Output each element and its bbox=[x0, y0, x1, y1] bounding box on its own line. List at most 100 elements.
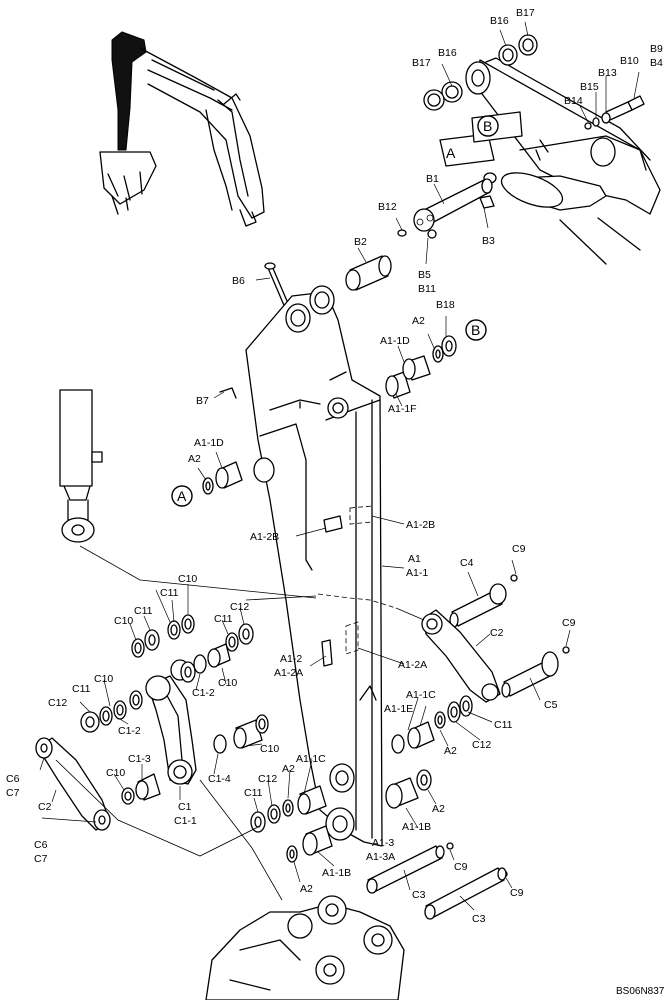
callout-b-top: B bbox=[471, 111, 523, 143]
label-c10: C10 bbox=[106, 767, 125, 779]
reference-lines bbox=[55, 593, 425, 901]
label-a1-1d: A1-1D bbox=[194, 437, 224, 449]
label-c11: C11 bbox=[134, 605, 153, 617]
clip-b7 bbox=[219, 387, 237, 399]
svg-text:B: B bbox=[483, 118, 492, 134]
leader-lines bbox=[39, 21, 640, 911]
label-a1-3: A1-3 bbox=[372, 837, 394, 849]
c-upper-washer-stack bbox=[131, 614, 254, 683]
label-a2: A2 bbox=[412, 315, 425, 327]
part-labels: B16 B17 B9 B4 B17 B16 B13 B10 B15 B14 B1… bbox=[6, 7, 663, 925]
label-a2: A2 bbox=[188, 453, 201, 465]
label-c1-3: C1-3 bbox=[128, 753, 151, 765]
label-c2: C2 bbox=[490, 627, 504, 639]
label-b17: B17 bbox=[412, 57, 431, 69]
svg-text:A: A bbox=[446, 145, 456, 161]
label-a1-1f: A1-1F bbox=[388, 403, 417, 415]
label-b2: B2 bbox=[354, 236, 367, 248]
svg-text:A: A bbox=[177, 488, 187, 504]
label-c10: C10 bbox=[94, 673, 113, 685]
label-a1-1b: A1-1B bbox=[322, 867, 351, 879]
plate-a1-2 bbox=[321, 639, 333, 667]
svg-text:B: B bbox=[471, 322, 480, 338]
label-c1-2: C1-2 bbox=[118, 725, 141, 737]
label-a1-3a: A1-3A bbox=[366, 851, 395, 863]
label-b5: B5 bbox=[418, 269, 431, 281]
label-a1-2a: A1-2A bbox=[398, 659, 427, 671]
label-b13: B13 bbox=[598, 67, 617, 79]
label-c9: C9 bbox=[562, 617, 576, 629]
label-c10: C10 bbox=[260, 743, 279, 755]
label-c11: C11 bbox=[214, 613, 233, 625]
label-a1-1: A1-1 bbox=[406, 567, 428, 579]
label-c1-4: C1-4 bbox=[208, 773, 231, 785]
arm-cylinder-assembly bbox=[465, 57, 661, 265]
label-c10: C10 bbox=[114, 615, 133, 627]
label-b17: B17 bbox=[516, 7, 535, 19]
label-c1: C1 bbox=[178, 801, 192, 813]
label-c5: C5 bbox=[544, 699, 558, 711]
label-a1-1e: A1-1E bbox=[384, 703, 413, 715]
callout-a-top: A bbox=[439, 133, 495, 167]
label-c9: C9 bbox=[454, 861, 468, 873]
pin-c5 bbox=[501, 646, 570, 698]
boom-cylinder-end bbox=[59, 389, 317, 599]
pin-b1 bbox=[397, 178, 495, 239]
label-a1-1d: A1-1D bbox=[380, 335, 410, 347]
bushing-a1-1b-lower bbox=[286, 825, 333, 863]
label-a1-2a: A1-2A bbox=[274, 667, 303, 679]
label-c11: C11 bbox=[244, 787, 263, 799]
bolt-washer-set-b bbox=[584, 95, 645, 130]
pins-c3 bbox=[366, 845, 507, 920]
label-c7: C7 bbox=[34, 853, 48, 865]
label-b9: B9 bbox=[650, 43, 663, 55]
label-c2: C2 bbox=[38, 801, 52, 813]
label-c10: C10 bbox=[218, 677, 237, 689]
left-bushing-set: A bbox=[171, 461, 243, 507]
drawing-reference-number: BS06N837 bbox=[616, 986, 665, 997]
label-b16: B16 bbox=[438, 47, 457, 59]
link-c1 bbox=[145, 659, 197, 785]
label-a2: A2 bbox=[432, 803, 445, 815]
link-c2-left bbox=[35, 737, 111, 831]
link-c2-right bbox=[421, 609, 501, 703]
label-a2: A2 bbox=[282, 763, 295, 775]
label-a2: A2 bbox=[444, 745, 457, 757]
c1-upper-bushings bbox=[80, 690, 143, 733]
label-c10: C10 bbox=[178, 573, 197, 585]
label-c11: C11 bbox=[494, 719, 513, 731]
label-b12: B12 bbox=[378, 201, 397, 213]
label-c4: C4 bbox=[460, 557, 474, 569]
label-c9: C9 bbox=[510, 887, 524, 899]
label-a1-1c: A1-1C bbox=[406, 689, 436, 701]
label-c11: C11 bbox=[72, 683, 91, 695]
label-b15: B15 bbox=[580, 81, 599, 93]
label-c12: C12 bbox=[258, 773, 277, 785]
label-a1-2b: A1-2B bbox=[406, 519, 435, 531]
bucket-linkage-bottom bbox=[205, 895, 405, 1000]
bushing-b2 bbox=[345, 255, 392, 291]
upper-bushing-set: B bbox=[385, 319, 487, 399]
bushing-a1-1b-right bbox=[385, 769, 432, 809]
excavator-overview-illustration bbox=[99, 31, 265, 227]
label-b7: B7 bbox=[196, 395, 209, 407]
label-c6: C6 bbox=[34, 839, 48, 851]
label-b18: B18 bbox=[436, 299, 455, 311]
arm-body-a1 bbox=[245, 285, 383, 847]
label-b14: B14 bbox=[564, 95, 583, 107]
pin-c4 bbox=[449, 574, 518, 628]
label-b4: B4 bbox=[650, 57, 663, 69]
label-a1-2b: A1-2B bbox=[250, 531, 279, 543]
label-c6: C6 bbox=[6, 773, 20, 785]
label-b1: B1 bbox=[426, 173, 439, 185]
label-b6: B6 bbox=[232, 275, 245, 287]
label-a1: A1 bbox=[408, 553, 421, 565]
label-a1-1c: A1-1C bbox=[296, 753, 326, 765]
label-b3: B3 bbox=[482, 235, 495, 247]
label-c3: C3 bbox=[412, 889, 426, 901]
label-b11: B11 bbox=[418, 283, 436, 295]
label-c12: C12 bbox=[48, 697, 67, 709]
label-a1-1b: A1-1B bbox=[402, 821, 431, 833]
label-b10: B10 bbox=[620, 55, 639, 67]
